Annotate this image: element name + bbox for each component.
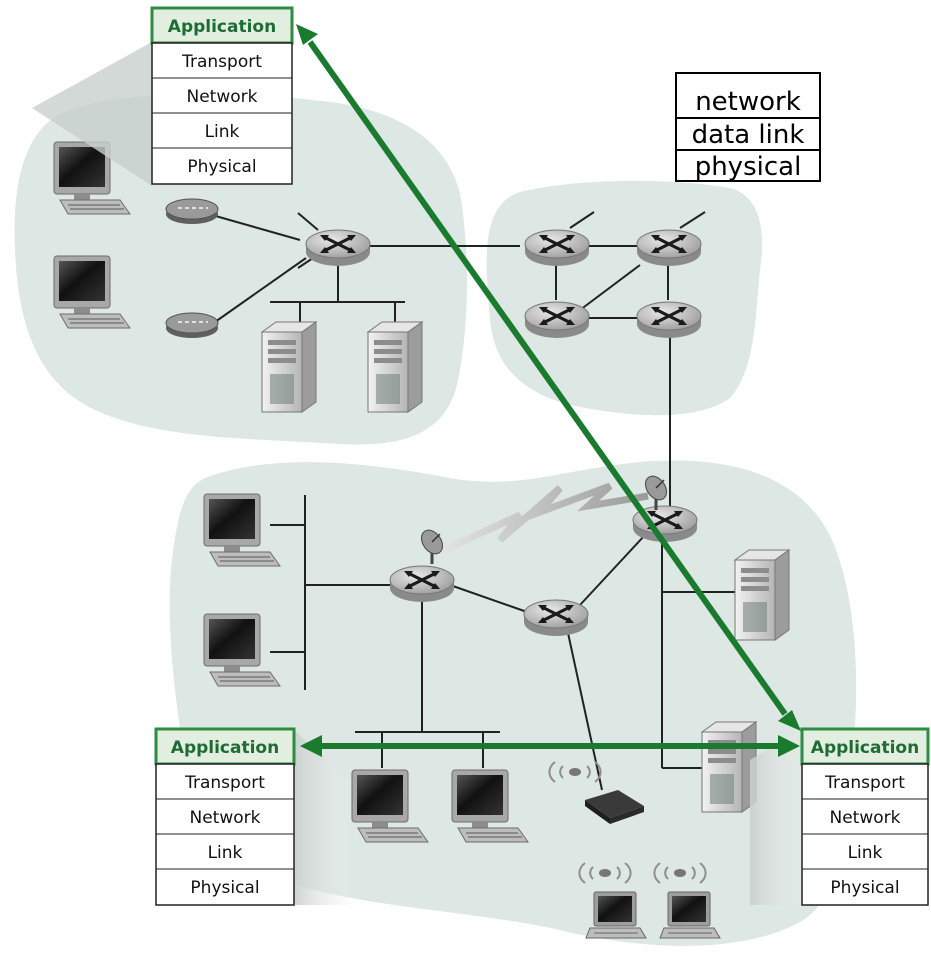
- arrowhead: [296, 24, 318, 45]
- stack-layer-application: Application: [168, 17, 276, 37]
- server-tower-icon: [734, 549, 790, 641]
- arrowhead: [778, 710, 801, 731]
- stack-layer-transport: Transport: [824, 773, 905, 793]
- stack-layer-physical: Physical: [187, 157, 256, 177]
- wireless-access-point-icon: [585, 790, 644, 824]
- modem-icon: [165, 198, 219, 225]
- server-tower-icon: [701, 721, 757, 813]
- stack-layer-network: Network: [187, 87, 258, 107]
- stack-layer-network: Network: [830, 808, 901, 828]
- stack-layer-transport: Transport: [184, 773, 265, 793]
- stack-layer-physical: Physical: [830, 878, 899, 898]
- stack-layer-link: Link: [205, 122, 240, 142]
- protocol-stack-bottom-right: Application Transport Network Link Physi…: [800, 727, 930, 906]
- network-region-top-left: [14, 93, 467, 445]
- modem-icon: [165, 312, 219, 339]
- arrowhead: [778, 735, 800, 757]
- router-icon: [522, 598, 590, 638]
- router-layer-physical: physical: [695, 152, 802, 182]
- stack-callout-shadow: [32, 42, 152, 186]
- wireless-link: [438, 482, 649, 556]
- stack-layer-link: Link: [208, 843, 243, 863]
- logical-link-diagonal: [307, 40, 788, 716]
- router-protocol-stack: network data link physical: [675, 72, 821, 182]
- stack-callout-shadow: [294, 730, 350, 905]
- router-icon: [388, 564, 456, 604]
- server-tower-icon: [367, 321, 423, 413]
- router-icon: [635, 228, 703, 268]
- protocol-stack-top-left: Application Transport Network Link Physi…: [150, 6, 294, 185]
- server-tower-icon: [261, 321, 317, 413]
- router-layer-network: network: [695, 87, 801, 117]
- arrowhead: [300, 735, 322, 757]
- stack-layer-physical: Physical: [190, 878, 259, 898]
- stack-layer-application: Application: [171, 738, 279, 758]
- stack-callout-shadow: [750, 730, 802, 905]
- protocol-stack-bottom-left: Application Transport Network Link Physi…: [154, 727, 296, 906]
- stack-layer-network: Network: [190, 808, 261, 828]
- router-layer-data-link: data link: [692, 120, 805, 150]
- router-icon: [304, 228, 372, 268]
- router-icon: [523, 300, 591, 340]
- stack-layer-link: Link: [848, 843, 883, 863]
- stack-layer-transport: Transport: [181, 52, 262, 72]
- router-icon: [635, 300, 703, 340]
- router-icon: [523, 228, 591, 268]
- network-region-top-right: [486, 180, 763, 416]
- logical-communication-arrows: [296, 24, 801, 757]
- stack-layer-application: Application: [811, 738, 919, 758]
